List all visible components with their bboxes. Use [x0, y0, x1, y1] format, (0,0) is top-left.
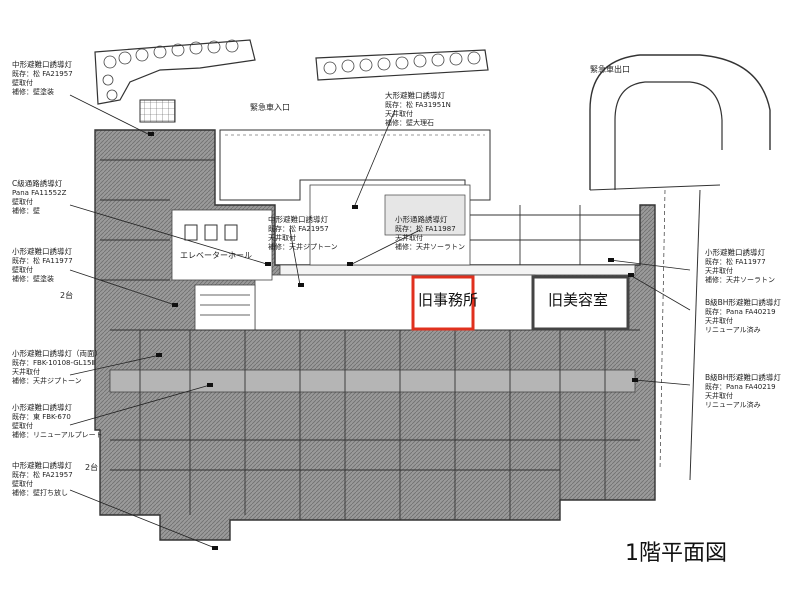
planter-center: [315, 49, 489, 81]
canopy: [219, 129, 491, 201]
fixture-note-line: 壁取付: [12, 265, 33, 274]
shrubs-center: [323, 51, 481, 75]
label-emergency-exit: 緊急車出口: [590, 64, 630, 74]
fixture-note-title: 小形避難口誘導灯: [12, 246, 72, 256]
fixture-note-line: リニューアル済み: [705, 400, 761, 409]
shrubs-left: [102, 39, 239, 101]
fixture-note-line: 補修：天井ソーラトン: [395, 242, 465, 251]
fixture-note-line: Pana FA11552Z: [12, 189, 67, 197]
fixture-note-title: 中形避難口誘導灯: [12, 59, 72, 69]
fixture-note-title: B級BH形避難口誘導灯: [705, 297, 781, 307]
elevators: [184, 224, 238, 241]
fixture-note-line: 補修：天井ジプトーン: [268, 242, 338, 251]
fixture-note-line: リニューアル済み: [705, 325, 761, 334]
fixture-note-line: 天井取付: [268, 233, 296, 242]
fixture-note-line: 補修：リニューアルプレート: [12, 430, 103, 439]
fixture-note-line: 既存：松 FA11977: [705, 257, 766, 266]
fixture-note-line: 壁取付: [12, 197, 33, 206]
fixture-note-title: 中形避難口誘導灯: [12, 460, 72, 470]
fixture-note-line: 既存：Pana FA40219: [705, 307, 776, 316]
figure-caption: 1階平面図: [625, 541, 727, 566]
fixture-note-title: B級BH形避難口誘導灯: [705, 372, 781, 382]
fixture-note-line: 既存：松 FA21957: [12, 69, 73, 78]
fixture-note-line: 補修：天井ジプトーン: [12, 376, 82, 385]
hall-white: [254, 274, 536, 331]
fixture-note-line: 補修：壁塗装: [12, 87, 54, 96]
room-label-old-office: 旧事務所: [418, 291, 478, 309]
room-label-old-beauty-salon: 旧美容室: [548, 291, 608, 309]
fixture-note-line: 補修：壁塗装: [12, 274, 54, 283]
fixture-note-line: 壁取付: [12, 78, 33, 87]
fixture-note-line: 天井取付: [705, 316, 733, 325]
fixture-note-line: 補修：天井ソーラトン: [705, 275, 775, 284]
fixture-note-line: 天井取付: [705, 266, 733, 275]
fixture-note-line: 壁取付: [12, 479, 33, 488]
corridor-upper: [279, 264, 636, 276]
fixture-note-line: 天井取付: [705, 391, 733, 400]
fixture-note-line: 補修：壁大理石: [385, 118, 434, 127]
leader-lines: [69, 94, 691, 549]
old-beauty-salon-room: [531, 275, 630, 331]
fixture-note-line: 補修：壁打ち放し: [12, 488, 68, 497]
old-office-room: [411, 275, 475, 331]
fixture-note-title: 小形避難口誘導灯: [705, 247, 765, 257]
main-corridor: [109, 369, 636, 393]
fixture-note-line: 既存：東 FBK-670: [12, 412, 71, 421]
elevator-zone: [171, 209, 273, 281]
label-count-b: 2台: [85, 462, 98, 472]
fixture-note-title: 小形避難口誘導灯（両面）: [12, 348, 102, 358]
fixture-marks: [148, 132, 638, 550]
fixture-note-title: 大形避難口誘導灯: [385, 90, 445, 100]
planter-left: [94, 39, 256, 105]
fixture-note-line: 天井取付: [385, 109, 413, 118]
fixture-note-line: 既存：松 FA11977: [12, 256, 73, 265]
fixture-note-line: 天井取付: [395, 233, 423, 242]
label-count-a: 2台: [60, 290, 73, 300]
fixture-note-title: C級通路誘導灯: [12, 178, 63, 188]
fixture-note-line: 補修：壁: [12, 206, 40, 215]
fixture-note-line: 既存：松 FA31951N: [385, 100, 451, 109]
fixture-note-title: 小形避難口誘導灯: [12, 402, 72, 412]
driveway: [589, 54, 771, 190]
fixture-note: 小形避難口誘導灯（両面）既存：FBK-10108-GL15Ⅱ天井取付補修：天井ジ…: [12, 348, 102, 385]
fixture-note-line: 壁取付: [12, 421, 33, 430]
fixture-note-title: 中形避難口誘導灯: [268, 214, 328, 224]
stair-zone: [194, 284, 256, 331]
fixture-note-line: 既存：Pana FA40219: [705, 382, 776, 391]
fixture-note-line: 既存：松 FA11987: [395, 224, 456, 233]
fixture-note-line: 既存：松 FA21957: [12, 470, 73, 479]
fixture-notes: 中形避難口誘導灯既存：松 FA21957壁取付補修：壁塗装大形避難口誘導灯既存：…: [12, 59, 781, 497]
planter-box: [139, 99, 176, 123]
fixture-note-line: 既存：FBK-10108-GL15Ⅱ: [12, 358, 95, 367]
driveway-inner: [614, 81, 723, 190]
label-emergency-entrance: 緊急車入口: [250, 102, 290, 112]
fixture-note-line: 既存：松 FA21957: [268, 224, 329, 233]
label-elevator-hall: エレベーターホール: [180, 251, 252, 260]
fixture-note-line: 天井取付: [12, 367, 40, 376]
fixture-note-title: 小形通路誘導灯: [395, 214, 448, 224]
